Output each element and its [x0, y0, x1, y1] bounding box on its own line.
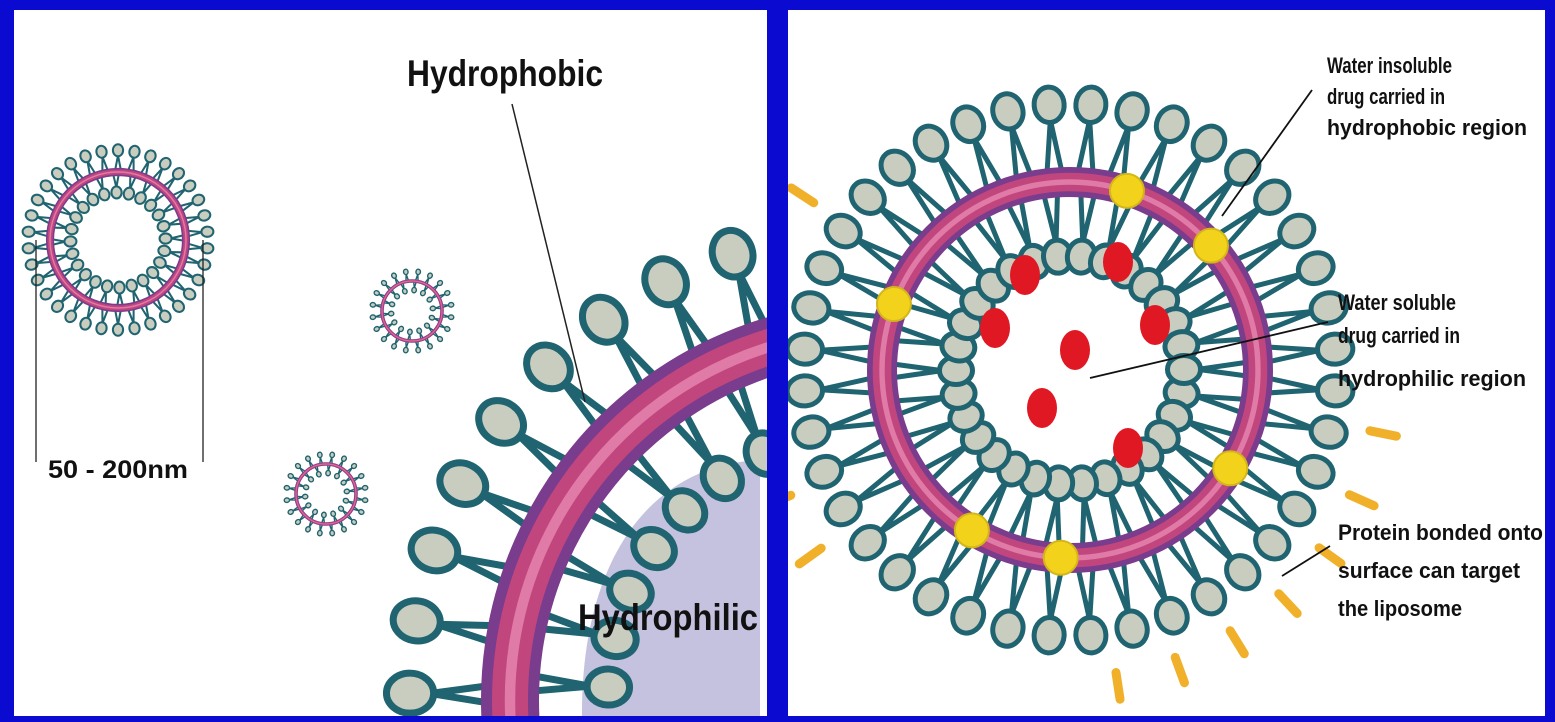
insoluble-drug: [877, 287, 911, 321]
soluble-drug: [1027, 388, 1057, 428]
lipid-head: [316, 471, 322, 478]
lipid-head: [302, 494, 308, 499]
lipid-head: [1167, 355, 1200, 383]
lipid-head: [114, 281, 125, 293]
insoluble-drug: [955, 513, 989, 547]
lipid-head: [22, 243, 35, 254]
lipid-head: [284, 498, 290, 503]
lipid-head: [128, 145, 140, 159]
lipid-head: [416, 327, 422, 334]
protein-spike: [766, 495, 791, 506]
lipid-head: [389, 301, 395, 307]
lipid-head: [22, 226, 35, 237]
protein-spike: [1370, 431, 1396, 436]
protein-annotation-line-2: surface can target: [1338, 558, 1521, 583]
lipid-head: [201, 226, 214, 237]
lipid-head: [786, 333, 824, 366]
lipid-head: [1033, 616, 1066, 654]
lipid-head: [113, 324, 123, 336]
lipid-head: [1075, 86, 1108, 124]
lipid-head: [430, 306, 436, 311]
lipid-head: [330, 510, 336, 517]
lipid-head: [448, 302, 454, 307]
lipid-head: [284, 485, 290, 490]
protein-spike: [1116, 673, 1120, 700]
lipid-head: [95, 321, 107, 335]
insoluble-drug: [1194, 229, 1228, 263]
insoluble-annotation-line-2: drug carried in: [1327, 84, 1445, 109]
insoluble-annotation-line-1: Water insoluble: [1327, 53, 1452, 78]
lipid-head: [344, 489, 350, 494]
lipid-head: [362, 485, 368, 490]
lipid-head: [159, 233, 171, 244]
lipid-head: [317, 530, 322, 536]
soluble-drug: [1113, 428, 1143, 468]
lipid-head: [330, 452, 335, 458]
lipid-head: [412, 287, 417, 293]
lipid-head: [370, 315, 376, 320]
soluble-annotation-line-3: hydrophilic region: [1338, 366, 1526, 391]
lipid-head: [1033, 86, 1066, 124]
soluble-drug: [1140, 305, 1170, 345]
lipid-head: [586, 668, 630, 706]
lipid-head: [321, 512, 326, 518]
lipid-head: [111, 186, 122, 198]
size-label: 50 - 200nm: [48, 456, 188, 484]
lipid-head: [113, 144, 123, 156]
lipid-head: [388, 311, 394, 316]
right-panel: Water insoluble drug carried in hydropho…: [737, 10, 1545, 716]
insoluble-drug: [1213, 451, 1247, 485]
lipid-head: [429, 315, 435, 321]
lipid-head: [407, 329, 412, 335]
lipid-head: [128, 321, 140, 335]
hydrophobic-label: Hydrophobic: [407, 53, 603, 94]
insoluble-drug: [1044, 541, 1078, 575]
lipid-head: [64, 236, 76, 247]
soluble-annotation-line-2: drug carried in: [1338, 323, 1460, 348]
lipid-head: [1075, 616, 1108, 654]
lipid-head: [303, 484, 309, 490]
soluble-drug: [1010, 255, 1040, 295]
lipid-head: [317, 452, 322, 458]
lipid-head: [330, 530, 335, 536]
lipid-head: [386, 673, 434, 714]
lipid-head: [95, 145, 107, 159]
lipid-head: [416, 269, 421, 275]
lipid-head: [343, 498, 349, 504]
protein-annotation-line-3: the liposome: [1338, 596, 1462, 621]
soluble-drug: [980, 308, 1010, 348]
soluble-drug: [1103, 242, 1133, 282]
lipid-head: [786, 375, 824, 408]
soluble-annotation-line-1: Water soluble: [1338, 290, 1456, 315]
soluble-drug: [1060, 330, 1090, 370]
lipid-head: [370, 302, 376, 307]
insoluble-annotation-line-3: hydrophobic region: [1327, 115, 1527, 140]
lipid-head: [402, 288, 408, 295]
lipid-head: [362, 498, 368, 503]
lipid-head: [416, 347, 421, 353]
hydrophilic-label: Hydrophilic: [578, 597, 758, 638]
protein-annotation-line-1: Protein bonded onto: [1338, 520, 1543, 545]
lipid-head: [403, 347, 408, 353]
lipid-head: [326, 470, 331, 476]
insoluble-drug: [1110, 174, 1144, 208]
lipid-head: [448, 315, 454, 320]
lipid-head: [403, 269, 408, 275]
